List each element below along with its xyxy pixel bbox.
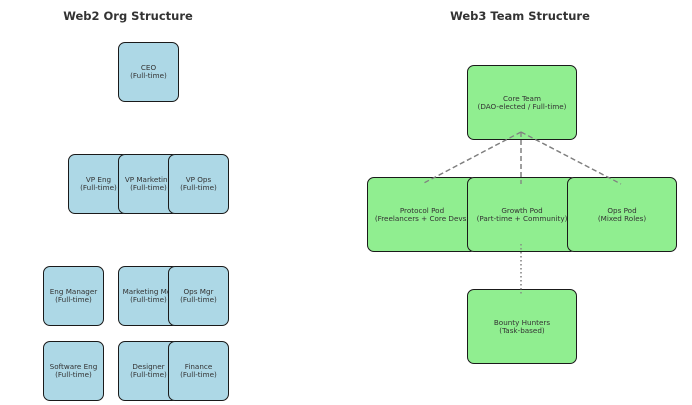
node-name: CEO — [140, 63, 157, 72]
node-name: Ops Pod — [607, 205, 637, 215]
node-role: (Freelancers + Core Devs) — [374, 213, 470, 223]
node-role: (Full-time) — [55, 295, 92, 304]
node-role: (DAO-elected / Full-time) — [477, 101, 567, 111]
team-node-protocol-pod: Protocol Pod (Freelancers + Core Devs) — [367, 177, 477, 252]
node-name: Ops Mgr — [183, 287, 214, 296]
node-role: (Task-based) — [499, 325, 545, 335]
node-name: VP Eng — [85, 175, 112, 184]
node-role: (Full-time) — [80, 183, 117, 192]
node-role: (Full-time) — [180, 183, 217, 192]
org-node-finance: Finance (Full-time) — [168, 341, 229, 401]
node-name: Eng Manager — [49, 287, 98, 296]
node-name: Growth Pod — [501, 205, 543, 215]
team-node-core-team: Core Team (DAO-elected / Full-time) — [467, 65, 577, 140]
node-role: (Full-time) — [130, 71, 167, 80]
org-node-ops-mgr: Ops Mgr (Full-time) — [168, 266, 229, 326]
node-role: (Full-time) — [130, 183, 167, 192]
org-node-ceo: CEO (Full-time) — [118, 42, 179, 102]
node-name: Designer — [132, 362, 165, 371]
web3-diagram-title: Web3 Team Structure — [450, 9, 590, 23]
node-name: Marketing Mgr — [122, 287, 175, 296]
org-node-eng-manager: Eng Manager (Full-time) — [43, 266, 104, 326]
org-node-vp-ops: VP Ops (Full-time) — [168, 154, 229, 214]
node-role: (Full-time) — [55, 370, 92, 379]
org-node-software-eng: Software Eng (Full-time) — [43, 341, 104, 401]
node-name: Finance — [184, 362, 213, 371]
node-name: Bounty Hunters — [493, 317, 551, 327]
node-role: (Full-time) — [180, 295, 217, 304]
node-role: (Full-time) — [130, 370, 167, 379]
node-name: VP Ops — [185, 175, 212, 184]
node-role: (Full-time) — [180, 370, 217, 379]
node-name: Software Eng — [49, 362, 98, 371]
node-role: (Full-time) — [130, 295, 167, 304]
web2-diagram-title: Web2 Org Structure — [63, 9, 193, 23]
node-name: Core Team — [503, 93, 541, 103]
node-name: VP Marketing — [124, 175, 173, 184]
team-node-growth-pod: Growth Pod (Part-time + Community) — [467, 177, 577, 252]
team-node-ops-pod: Ops Pod (Mixed Roles) — [567, 177, 677, 252]
node-role: (Mixed Roles) — [597, 213, 647, 223]
team-node-bounty-hunters: Bounty Hunters (Task-based) — [467, 289, 577, 364]
node-role: (Part-time + Community) — [476, 213, 568, 223]
node-name: Protocol Pod — [399, 205, 445, 215]
